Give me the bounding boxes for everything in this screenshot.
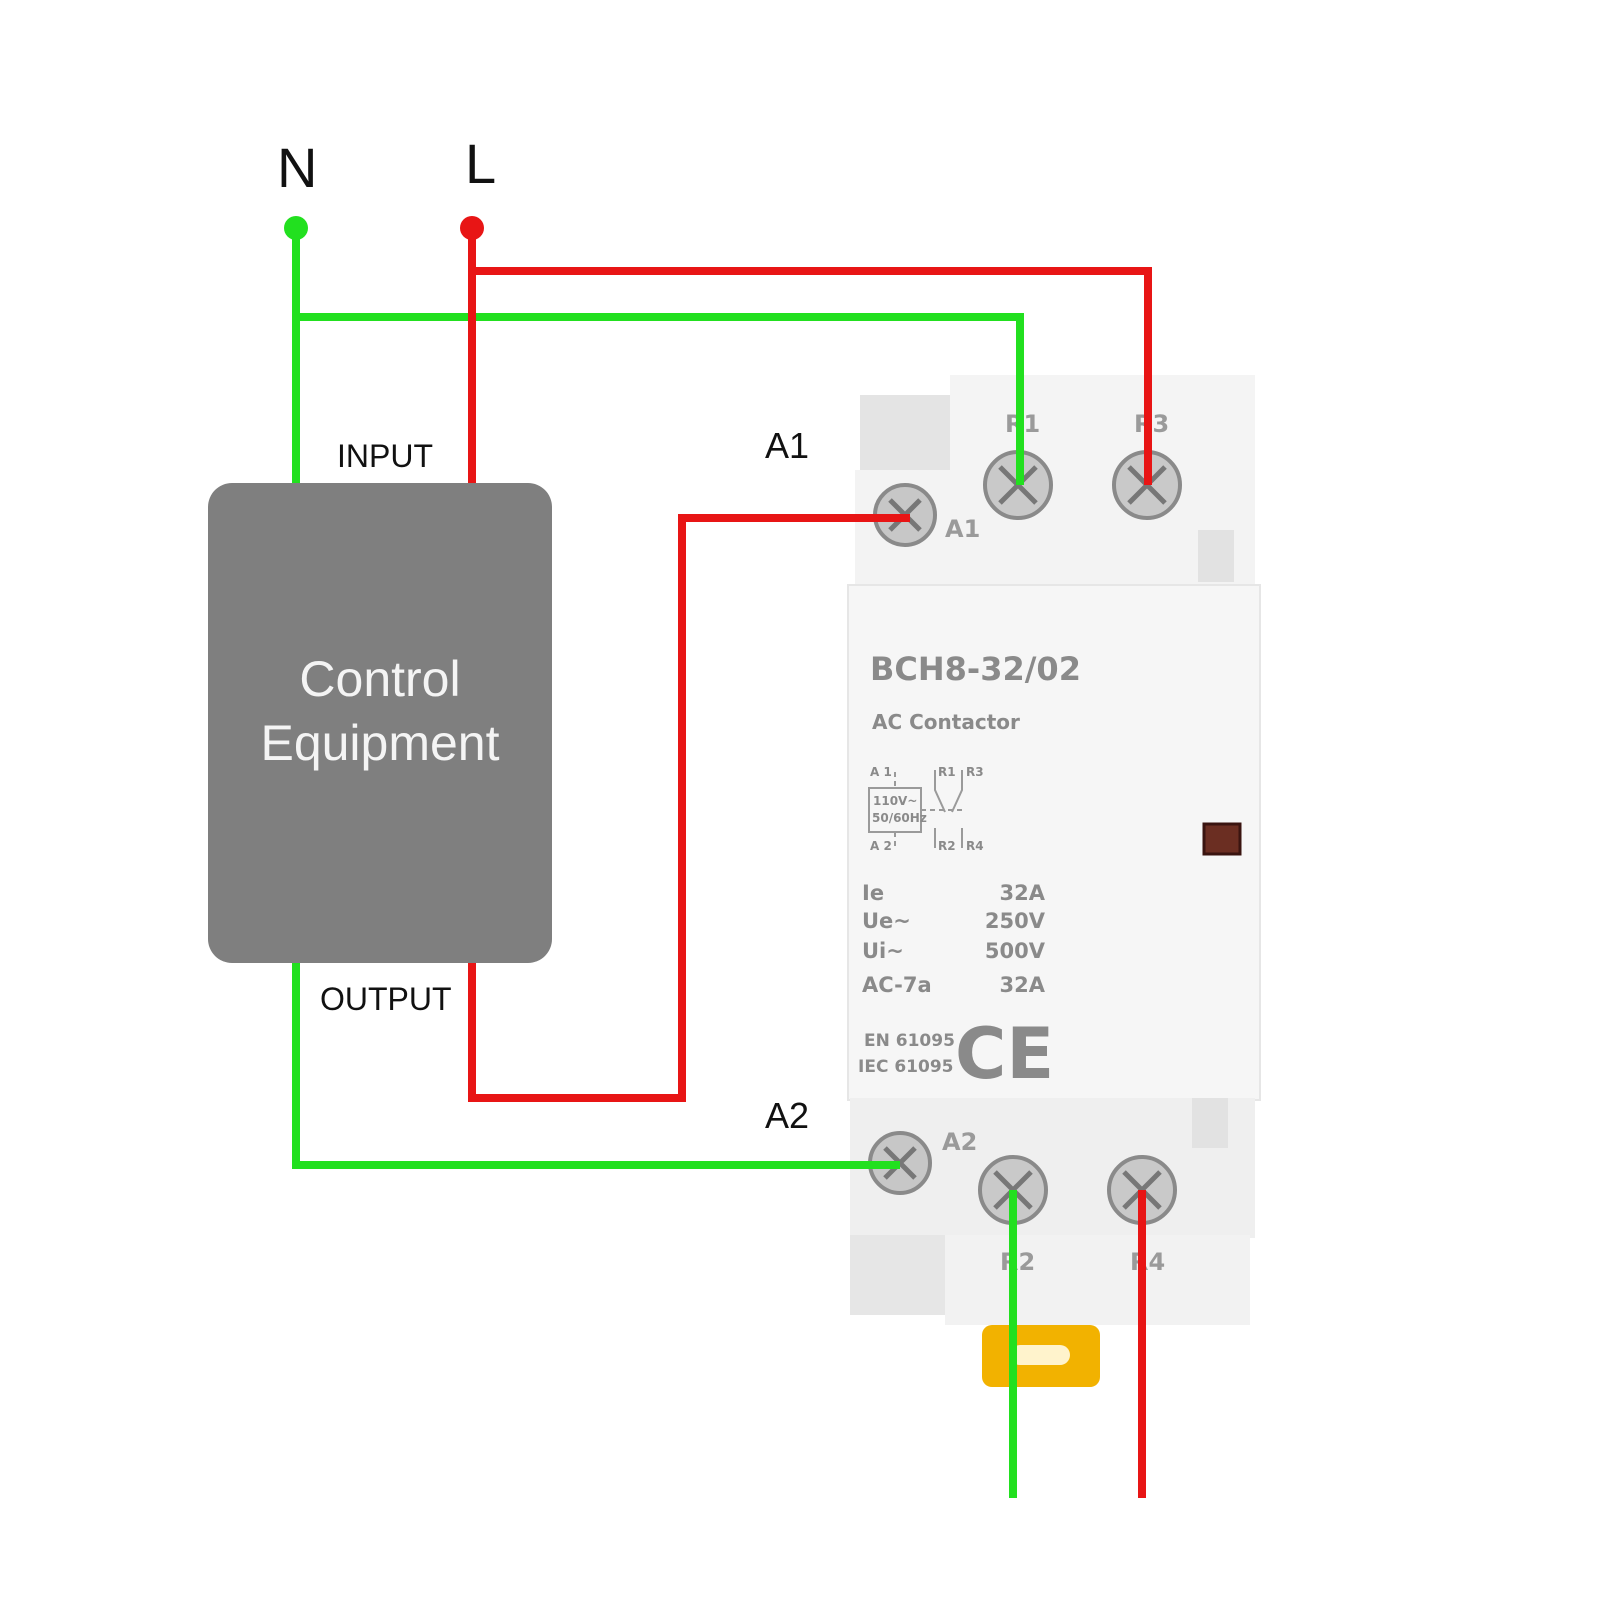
neutral-label: N [277, 136, 317, 199]
svg-text:500V: 500V [985, 939, 1046, 963]
svg-text:R2: R2 [938, 839, 956, 853]
ce-mark: CE [955, 1013, 1054, 1095]
live-to-r3-wire [472, 267, 1152, 485]
svg-text:50/60Hz: 50/60Hz [872, 811, 927, 825]
neutral-terminal-dot [284, 216, 308, 240]
output-label: OUTPUT [320, 981, 452, 1017]
svg-text:Ui~: Ui~ [862, 939, 904, 963]
contactor-body [847, 375, 1261, 1325]
svg-text:R1: R1 [938, 765, 956, 779]
svg-text:R3: R3 [966, 765, 984, 779]
svg-text:A 2: A 2 [870, 839, 892, 853]
live-label: L [465, 132, 496, 195]
live-wires [468, 228, 1152, 1498]
svg-text:32A: 32A [1000, 881, 1046, 905]
device-type: AC Contactor [872, 710, 1020, 734]
control-title-line1: Control [299, 651, 460, 707]
standard-iec: IEC 61095 [858, 1057, 953, 1077]
svg-text:R4: R4 [966, 839, 984, 853]
terminal-label-r2: R2 [1000, 1248, 1035, 1276]
control-output-to-a1-wire [468, 514, 910, 1102]
neutral-wires [292, 228, 1024, 1498]
svg-text:32A: 32A [1000, 973, 1046, 997]
svg-text:A 1: A 1 [870, 765, 892, 779]
spec-table: Ie 32A Ue~ 250V Ui~ 500V AC-7a 32A [862, 881, 1046, 997]
a1-callout-label: A1 [765, 425, 809, 466]
svg-text:AC-7a: AC-7a [862, 973, 932, 997]
model-number: BCH8-32/02 [870, 650, 1081, 688]
a2-callout-label: A2 [765, 1095, 809, 1136]
contact-schematic: A 1 A 2 110V~ 50/60Hz R1 R3 R2 R4 [868, 765, 984, 853]
input-label: INPUT [337, 438, 433, 474]
neutral-to-r1-wire [296, 313, 1024, 485]
din-clip [982, 1325, 1100, 1387]
control-equipment-box [208, 483, 552, 963]
terminal-label-a2: A2 [942, 1128, 977, 1156]
svg-text:250V: 250V [985, 909, 1046, 933]
terminal-label-a1: A1 [945, 515, 980, 543]
terminal-label-r4: R4 [1130, 1248, 1165, 1276]
standard-en: EN 61095 [864, 1031, 955, 1051]
status-indicator [1202, 822, 1242, 856]
live-terminal-dot [460, 216, 484, 240]
svg-text:110V~: 110V~ [873, 794, 917, 808]
svg-text:Ie: Ie [862, 881, 884, 905]
control-title-line2: Equipment [260, 715, 499, 771]
neutral-to-a2-wire [292, 963, 900, 1169]
svg-text:Ue~: Ue~ [862, 909, 911, 933]
